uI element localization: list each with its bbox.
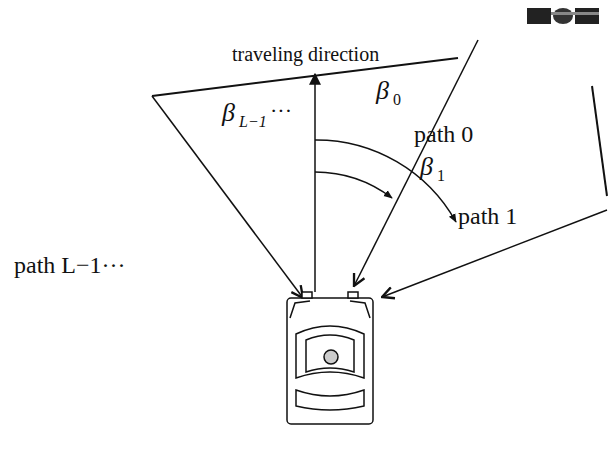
angle-symbol: β [222,100,235,126]
angle-symbol: β [376,78,389,104]
direction-arrow [314,74,316,292]
direction-label: traveling direction [232,44,379,64]
path-label: path 1 [458,204,517,228]
angle-subscript: L−1 [239,114,267,130]
angle-subscript: 1 [437,168,445,184]
ellipsis: ··· [270,100,292,122]
path-label: path 0 [414,122,473,146]
logo [527,8,599,24]
angle-symbol: β [420,154,433,180]
paths [152,40,607,298]
scatterer-edges [152,58,607,196]
vehicle [287,292,373,424]
path-label: path L−1··· [14,253,126,277]
angle-arc [315,172,392,198]
angle-subscript: 0 [393,92,401,108]
angle-arc [315,140,456,222]
